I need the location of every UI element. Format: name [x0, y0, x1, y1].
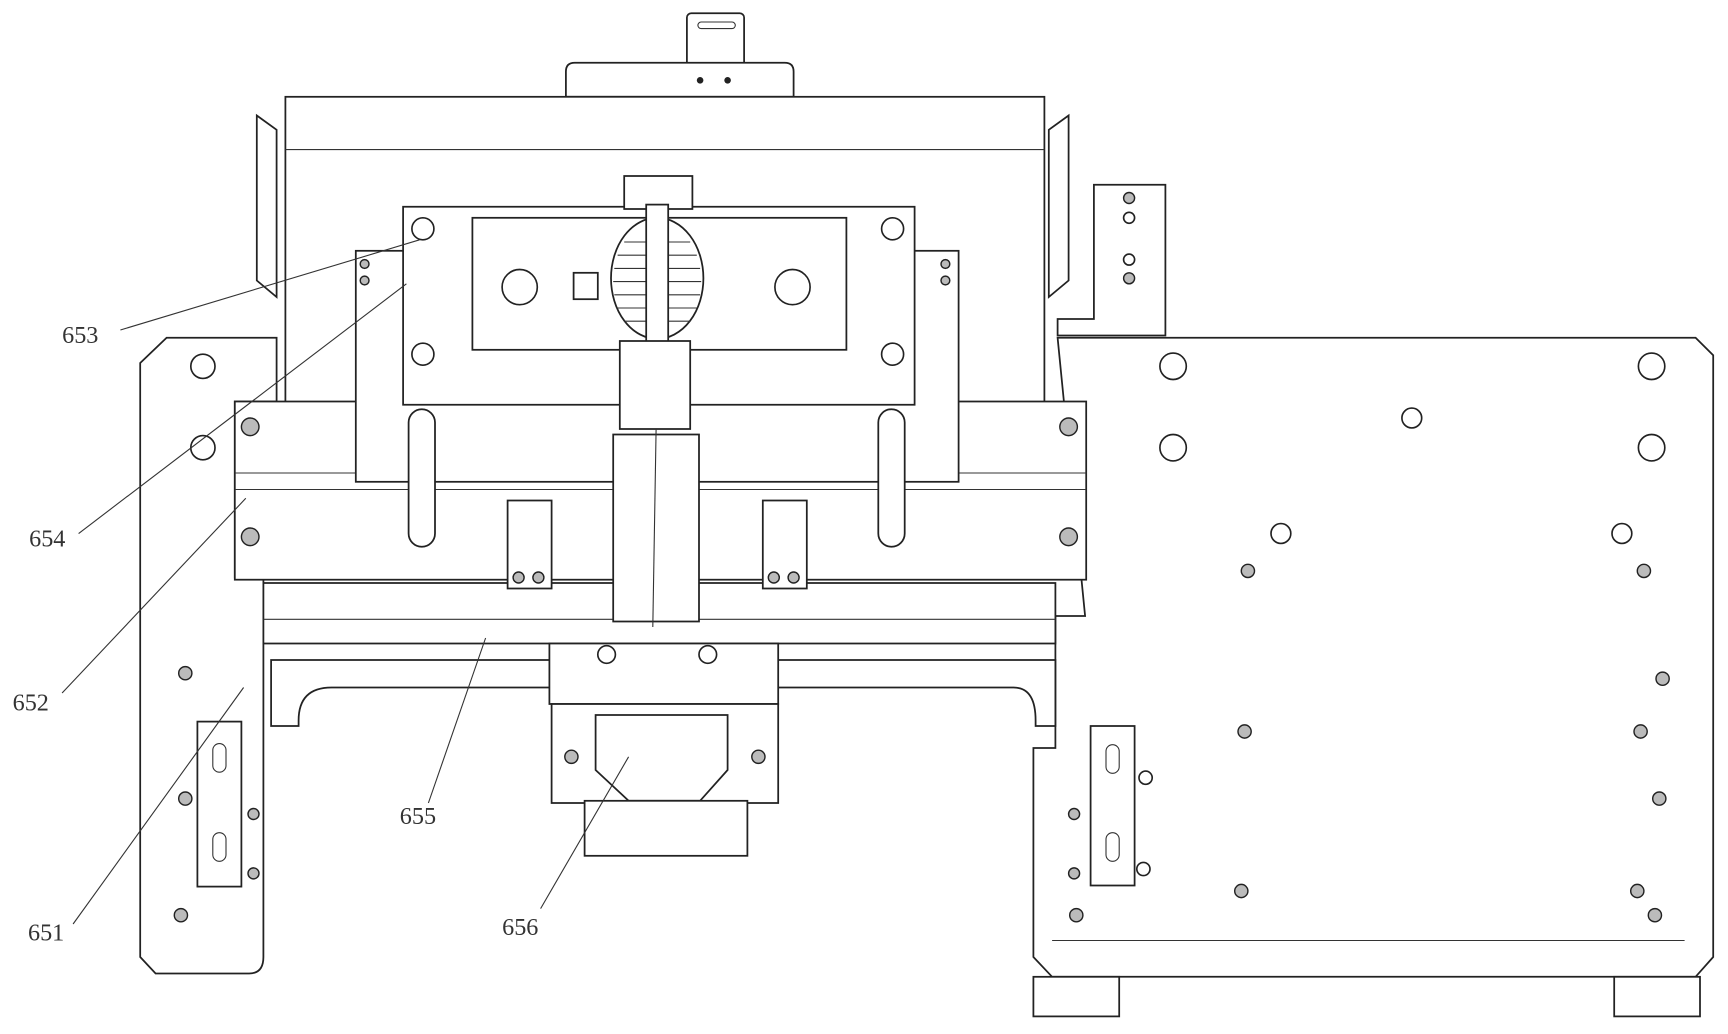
label-652: 652: [13, 690, 49, 717]
label-653: 653: [62, 322, 98, 349]
label-656: 656: [502, 914, 538, 941]
right-base-plate: [1033, 338, 1713, 1017]
label-655: 655: [400, 803, 436, 830]
gripper-unit: [549, 644, 778, 856]
central-column: [613, 341, 699, 627]
top-bracket: [566, 13, 794, 97]
label-651: 651: [28, 919, 64, 946]
label-654: 654: [29, 526, 65, 553]
